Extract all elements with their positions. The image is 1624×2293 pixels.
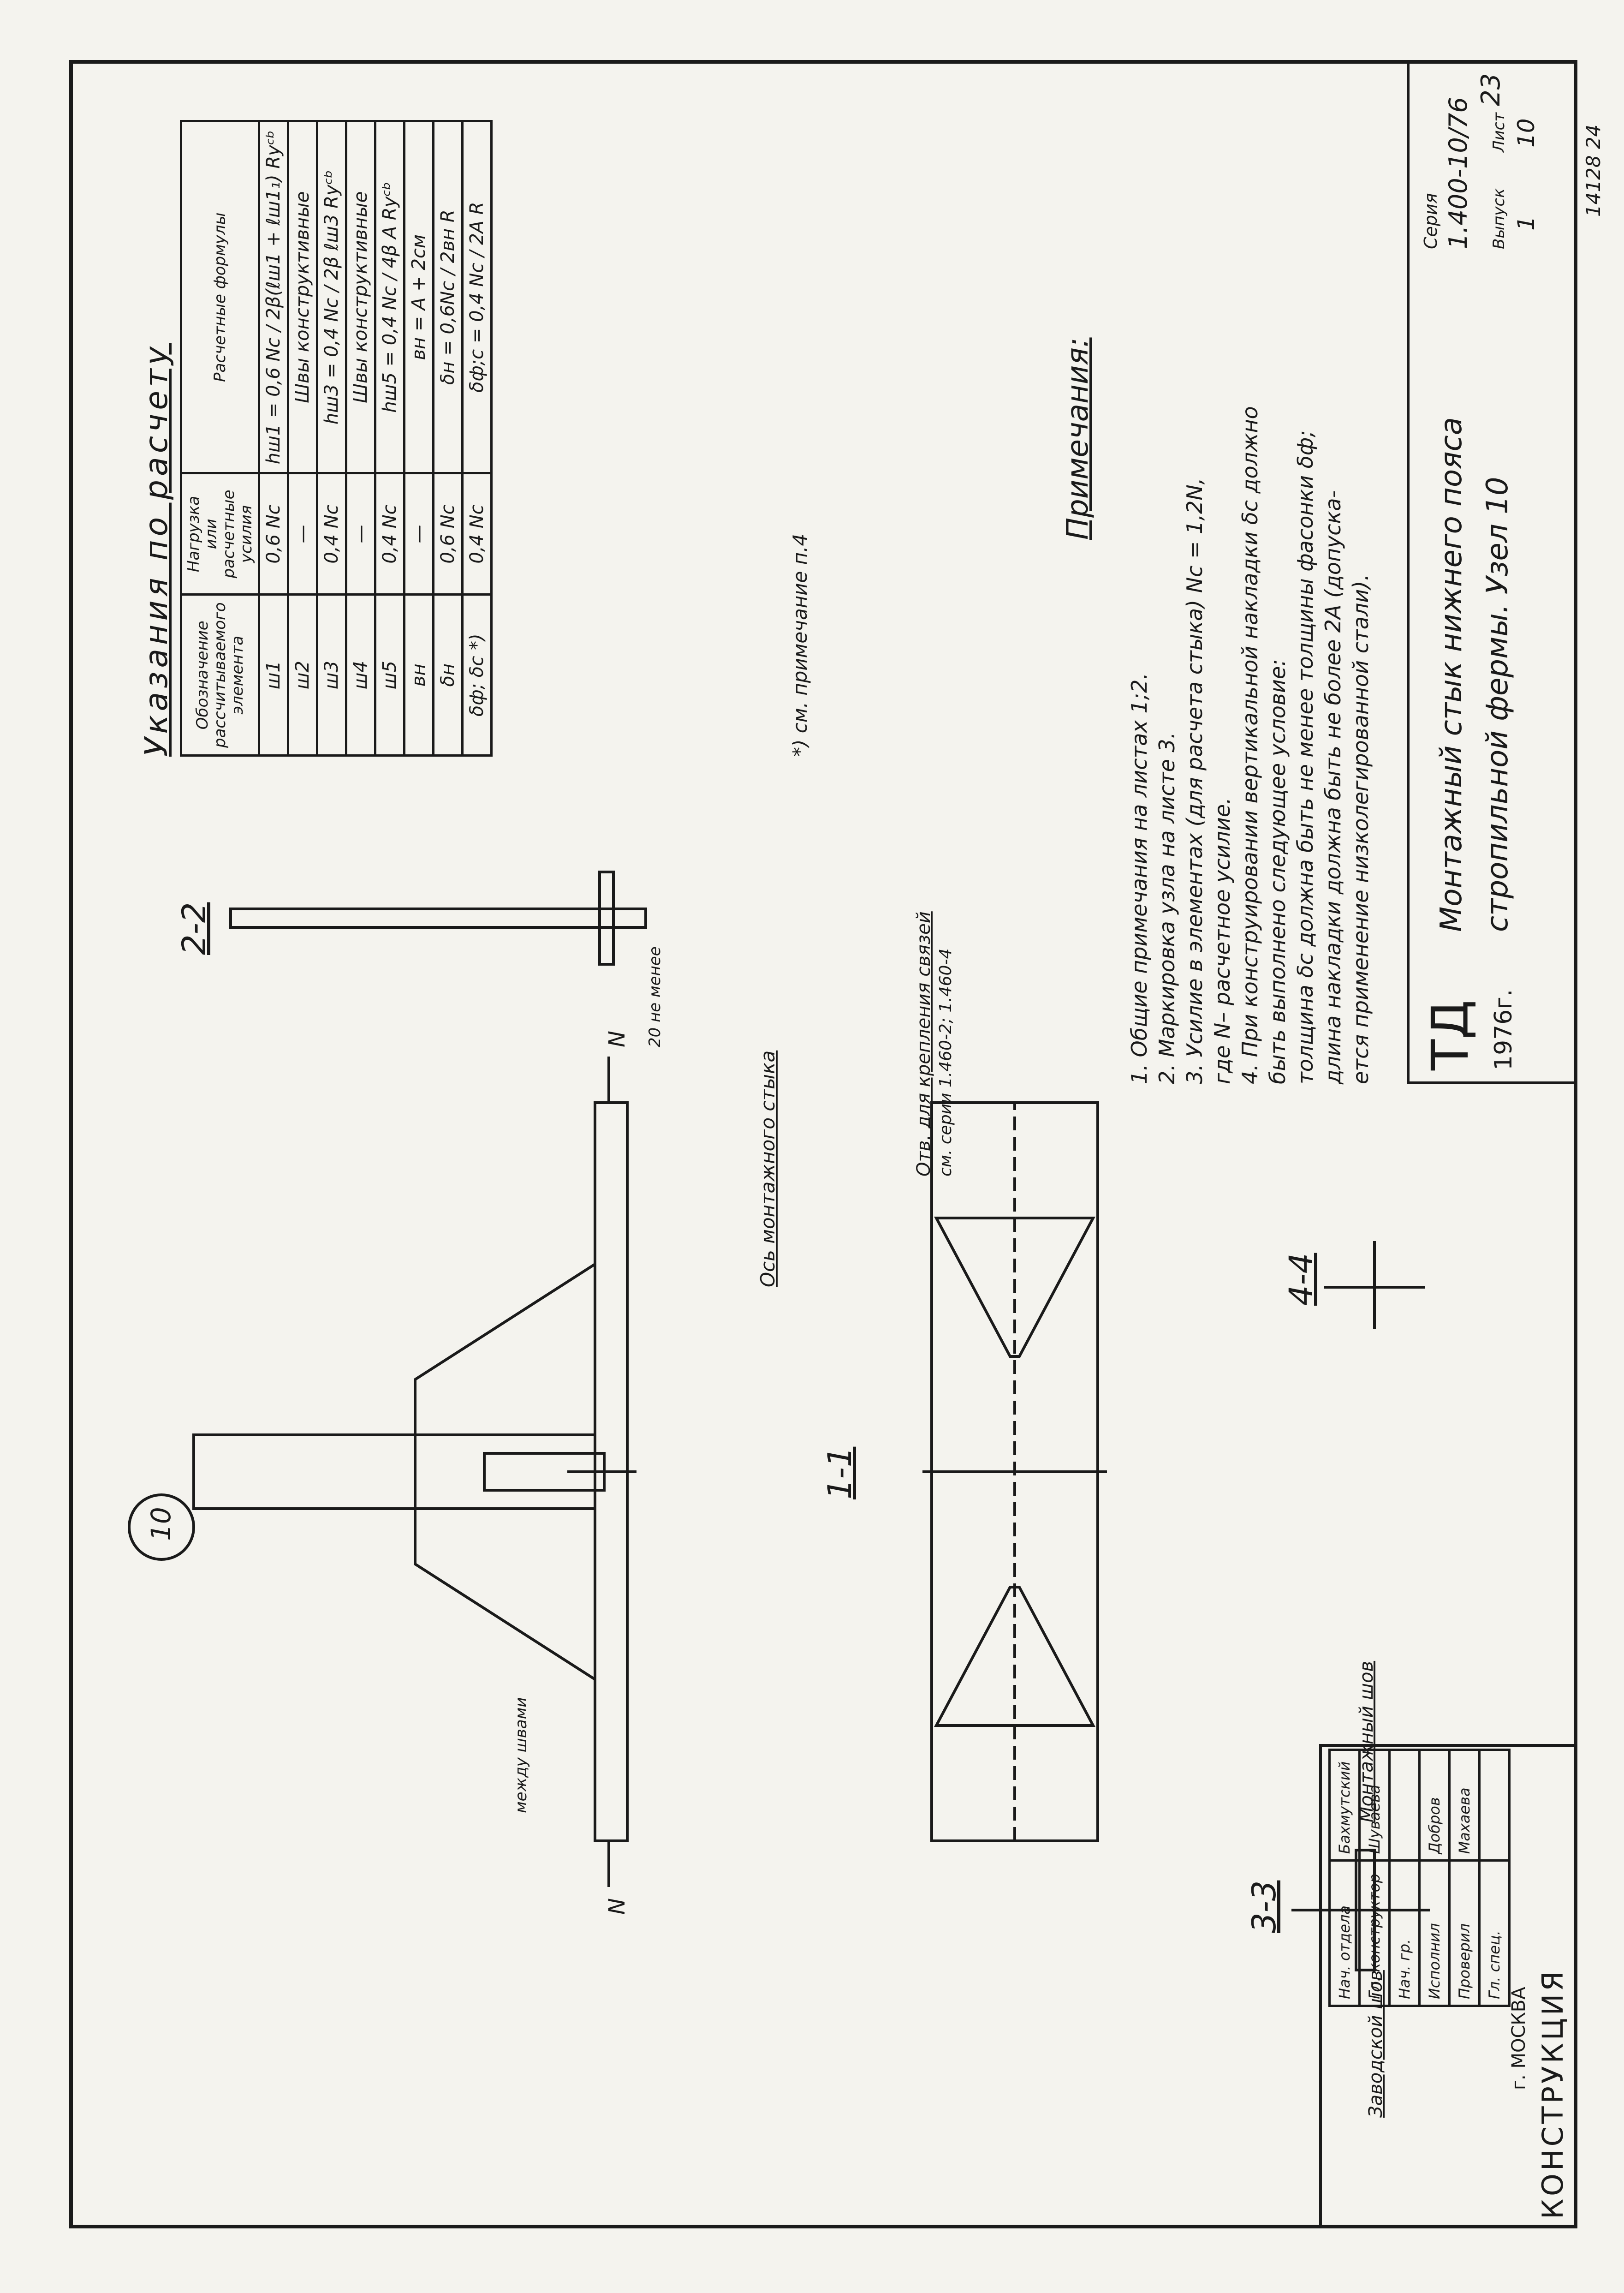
vertical-pad (483, 1452, 606, 1492)
splice-right (934, 1217, 1095, 1358)
issue-label: Выпуск (1490, 188, 1508, 249)
vertical-post (192, 1433, 596, 1510)
description-line-2: стропильной фермы. Узел 10 (1481, 477, 1515, 932)
axis-label: Ось монтажного стыка (756, 1050, 779, 1287)
section-label-1-1: 1-1 (821, 1446, 859, 1499)
force-label-left: N (604, 1898, 630, 1915)
not-less-label: 20 не менее (646, 946, 664, 1047)
stamp-year: 1976г. (1490, 989, 1517, 1070)
node-number: 10 (145, 1507, 177, 1541)
sig-name: Добров (1419, 1750, 1450, 1861)
sig-role: Исполнил (1419, 1860, 1450, 2006)
inventory-number: 14128 24 (1582, 124, 1605, 217)
sig-role: Гл. конструктор (1359, 1860, 1390, 2006)
sheet-label: Лист (1490, 112, 1508, 152)
sig-role: Нач. гр. (1389, 1860, 1420, 2006)
section-label-3-3: 3-3 (1245, 1880, 1283, 1933)
org-name: КОНСТРУКЦИЯ (1536, 1968, 1570, 2219)
sig-name: Бахмутский (1329, 1750, 1360, 1861)
node-circle (128, 1493, 195, 1561)
holes-ref: см. серии 1.460-2; 1.460-4 (936, 948, 955, 1176)
table-row: Гл. спец. (1479, 1750, 1510, 2006)
table-row: Нач. гр. (1389, 1750, 1420, 2006)
series: 1.400-10/76 (1444, 97, 1473, 249)
holes-label: Отв. для крепления связей (913, 911, 934, 1176)
section-label-2-2: 2-2 (175, 902, 213, 955)
issue: 1 (1513, 216, 1540, 231)
series-label: Серия (1421, 193, 1441, 249)
section-2-2-flange (598, 871, 615, 966)
gap-label: между швами (512, 1697, 530, 1813)
sheet-number: 10 (1513, 118, 1540, 148)
splice-left (934, 1586, 1095, 1727)
stamp: ТД (1421, 999, 1480, 1070)
sig-role: Проверил (1449, 1860, 1480, 2006)
sig-role: Гл. спец. (1479, 1860, 1510, 2006)
gusset-plate (414, 1261, 596, 1682)
description-line-1: Монтажный стык нижнего пояса (1434, 417, 1469, 932)
sig-role: Нач. отдела (1329, 1860, 1360, 2006)
sig-name: Шуваева (1359, 1750, 1390, 1861)
section-2-2-web (229, 908, 647, 929)
sig-name (1389, 1750, 1420, 1861)
section-label-4-4: 4-4 (1282, 1253, 1320, 1306)
org-city: г. МОСКВА (1508, 1987, 1529, 2090)
sig-name (1479, 1750, 1510, 1861)
sig-name: Махаева (1449, 1750, 1480, 1861)
force-label-right: N (604, 1031, 630, 1047)
